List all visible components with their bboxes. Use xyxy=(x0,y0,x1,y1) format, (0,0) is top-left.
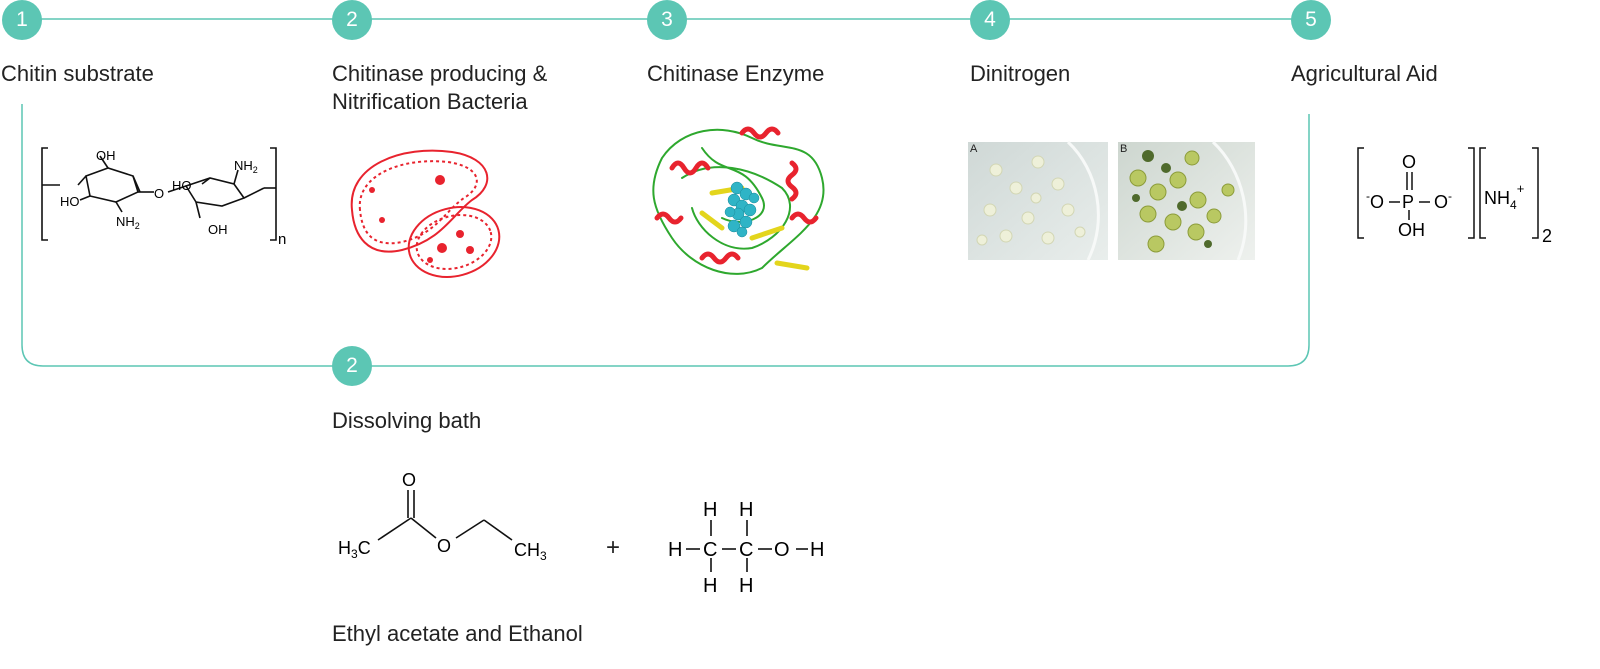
chitin-oh-top: OH xyxy=(96,148,116,163)
chitin-nh2-b: NH2 xyxy=(234,158,258,175)
ethanol-o: O xyxy=(774,539,790,561)
enzyme-illustration xyxy=(652,126,825,275)
chitin-n: n xyxy=(278,231,286,248)
chitin-nh2-a: NH2 xyxy=(116,214,140,231)
ammonium-phosphate-structure: O P -O O- OH NH4+ 2 xyxy=(1357,147,1552,246)
ethyl-acetate-structure: O H3C O CH3 xyxy=(338,470,547,563)
ethanol-h-right: H xyxy=(810,539,824,561)
chitin-ho-left: HO xyxy=(60,194,80,209)
phosphate-o-left: -O xyxy=(1366,189,1384,212)
step-2-badge: 2 xyxy=(332,0,372,40)
branch-title: Dissolving bath xyxy=(332,408,482,433)
bacteria-illustration xyxy=(350,149,501,278)
step-1-label: Chitin substrate xyxy=(1,61,154,86)
step-5-badge: 5 xyxy=(1291,0,1331,40)
step-5-label: Agricultural Aid xyxy=(1291,61,1438,86)
ester-o-top: O xyxy=(402,470,416,490)
ethanol-h-bottom-1: H xyxy=(703,575,717,596)
ester-ch3: CH3 xyxy=(514,540,547,563)
chitin-structure: OH HO NH2 O HO NH2 OH n xyxy=(41,147,286,248)
petri-label-a: A xyxy=(970,143,978,155)
phosphate-oh: OH xyxy=(1398,220,1425,240)
ester-h3c: H3C xyxy=(338,538,371,561)
branch-caption: Ethyl acetate and Ethanol xyxy=(332,621,583,646)
ethanol-h-bottom-2: H xyxy=(739,575,753,596)
ester-o-bridge: O xyxy=(437,536,451,556)
ethanol-c-1: C xyxy=(703,539,717,561)
ethanol-structure: H H H C C O H H H xyxy=(668,499,824,596)
phosphate-o-right: O- xyxy=(1434,189,1452,212)
step-4-badge: 4 xyxy=(970,0,1010,40)
chitin-o-link: O xyxy=(154,186,164,201)
chitin-ho-right: HO xyxy=(172,178,192,193)
step-1-badge: 1 xyxy=(2,0,42,40)
step-3-badge: 3 xyxy=(647,0,687,40)
ethanol-c-2: C xyxy=(739,539,753,561)
ethanol-h-top-2: H xyxy=(739,499,753,521)
ammonium-ion: NH4+ xyxy=(1484,181,1524,212)
ethanol-h-top-1: H xyxy=(703,499,717,521)
phosphate-p: P xyxy=(1402,192,1414,212)
branch-badge: 2 xyxy=(332,346,372,386)
step-3-label: Chitinase Enzyme xyxy=(647,61,825,86)
phosphate-o-top: O xyxy=(1402,152,1416,172)
plus-sign: + xyxy=(606,534,621,561)
petri-dish-images: A B xyxy=(968,140,1255,261)
ethanol-h-left: H xyxy=(668,539,682,561)
phosphate-subscript-2: 2 xyxy=(1542,226,1552,246)
step-4-label: Dinitrogen xyxy=(970,61,1071,86)
petri-label-b: B xyxy=(1120,143,1127,155)
chitin-oh-bottom: OH xyxy=(208,222,228,237)
step-2-label: Chitinase producing & Nitrification Bact… xyxy=(332,61,548,114)
